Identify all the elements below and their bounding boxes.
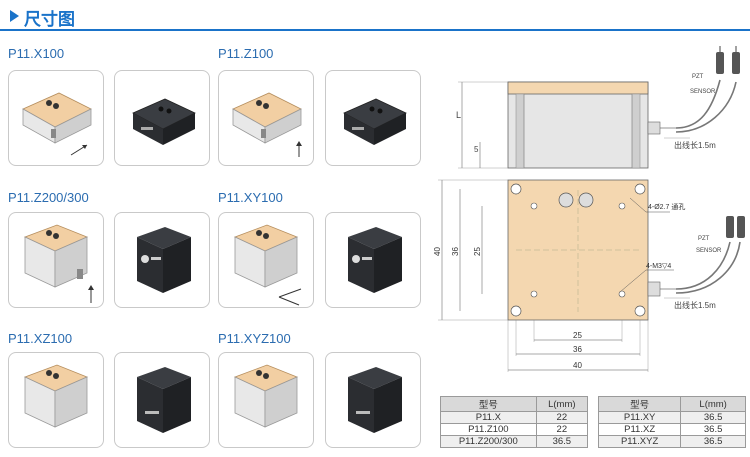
callout-thru-hole: 4-Ø2.7 通孔 [648, 202, 685, 211]
product-image-z200-photo [114, 212, 210, 308]
dim-25-bottom: 25 [573, 331, 582, 340]
dim-5: 5 [474, 145, 479, 154]
product-image-xy100-photo [325, 212, 421, 308]
triangle-bullet-icon [10, 10, 19, 22]
model-label-xz100: P11.XZ100 [8, 331, 73, 346]
product-image-xy100-render [218, 212, 314, 308]
dim-25-left: 25 [473, 247, 482, 256]
label-pzt-plan: PZT [698, 236, 710, 242]
label-sensor-plan: SENSOR [696, 248, 722, 254]
product-image-z200-render [8, 212, 104, 308]
model-label-x100: P11.X100 [8, 46, 65, 61]
dim-L: L [456, 110, 461, 120]
product-image-xz100-photo [114, 352, 210, 448]
product-image-xz100-render [8, 352, 104, 448]
section-title: 尺寸图 [24, 10, 75, 29]
header-model: 型号 [597, 396, 682, 412]
product-image-x100-render [8, 70, 104, 166]
table-row: P11.XYZ 36.5 [597, 435, 746, 448]
label-sensor-top: SENSOR [690, 89, 716, 95]
cell-model: P11.XYZ [597, 435, 682, 448]
cell-length: 36.5 [680, 423, 746, 436]
product-image-z100-photo [325, 70, 421, 166]
product-image-x100-photo [114, 70, 210, 166]
dim-40-left: 40 [433, 247, 442, 256]
plan-view: 4-Ø2.7 通孔 4-M3▽4 40 36 25 25 36 40 PZT S… [433, 179, 745, 372]
spec-table-right: 型号 L(mm) P11.XY 36.5 P11.XZ 36.5 P11.XYZ… [597, 396, 746, 448]
table-row: P11.X 22 [440, 411, 589, 424]
dim-40-bottom: 40 [573, 361, 582, 370]
product-image-z100-render [218, 70, 314, 166]
header-length: L(mm) [535, 396, 589, 412]
cell-model: P11.XY [597, 411, 682, 424]
cell-length: 22 [535, 411, 589, 424]
product-image-xyz100-render [218, 352, 314, 448]
spec-table-left: 型号 L(mm) P11.X 22 P11.Z100 22 P11.Z200/3… [440, 396, 589, 448]
side-view: L 5 PZT SENSOR 出线长1.5m [456, 46, 740, 169]
cell-length: 22 [535, 423, 589, 436]
dimension-drawing: L 5 PZT SENSOR 出线长1.5m [433, 46, 745, 372]
table-header: 型号 L(mm) [597, 396, 746, 412]
cable-length-top: 出线长1.5m [674, 140, 716, 150]
header-rule [0, 29, 750, 31]
cell-model: P11.X [440, 411, 537, 424]
section-header: 尺寸图 [0, 0, 750, 31]
cell-length: 36.5 [535, 435, 589, 448]
table-header: 型号 L(mm) [440, 396, 589, 412]
table-row: P11.Z100 22 [440, 423, 589, 436]
header-model: 型号 [440, 396, 537, 412]
table-row: P11.Z200/300 36.5 [440, 435, 589, 448]
model-label-xyz100: P11.XYZ100 [218, 331, 291, 346]
dim-36-bottom: 36 [573, 345, 582, 354]
cable-length-plan: 出线长1.5m [674, 300, 716, 310]
product-image-xyz100-photo [325, 352, 421, 448]
cell-model: P11.Z100 [440, 423, 537, 436]
cell-length: 36.5 [680, 435, 746, 448]
dim-36-left: 36 [451, 247, 460, 256]
label-pzt-top: PZT [692, 74, 704, 80]
table-row: P11.XY 36.5 [597, 411, 746, 424]
table-row: P11.XZ 36.5 [597, 423, 746, 436]
cell-length: 36.5 [680, 411, 746, 424]
model-label-z200: P11.Z200/300 [8, 190, 89, 205]
cell-model: P11.Z200/300 [440, 435, 537, 448]
cell-model: P11.XZ [597, 423, 682, 436]
callout-m3-hole: 4-M3▽4 [646, 263, 671, 270]
header-length: L(mm) [680, 396, 746, 412]
model-label-xy100: P11.XY100 [218, 190, 283, 205]
model-label-z100: P11.Z100 [218, 46, 274, 61]
